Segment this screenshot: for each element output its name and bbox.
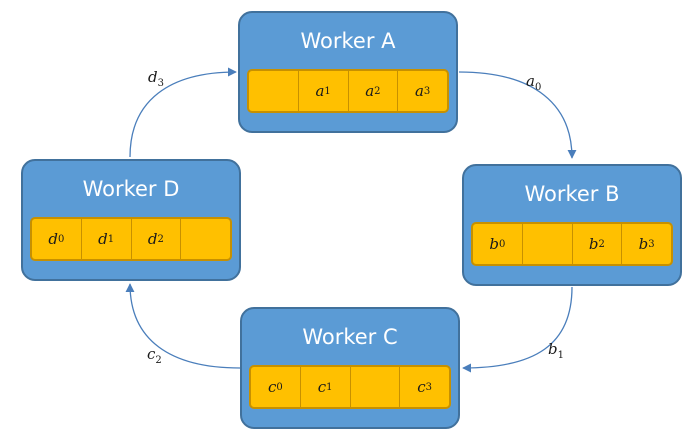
worker-a-cell-0: [249, 71, 298, 111]
worker-d-cell-3: [180, 219, 230, 259]
worker-c-cell-2: [349, 367, 400, 407]
edge-label-c-to-d: c2: [147, 345, 162, 366]
edge-label-a-to-b: a0: [526, 72, 542, 93]
worker-b-cell-1: [521, 224, 572, 264]
arrow-a-to-b: [458, 71, 577, 159]
arrow-d-to-a: [129, 67, 237, 158]
worker-d-title: Worker D: [82, 177, 180, 201]
arrow-b-to-c: [462, 286, 573, 373]
arrow-c-to-d: [125, 283, 241, 369]
edge-label-b-to-c: b1: [548, 340, 564, 361]
worker-b-title: Worker B: [524, 182, 620, 206]
worker-c-title: Worker C: [302, 325, 398, 349]
worker-a-title: Worker A: [300, 29, 396, 53]
edge-label-d-to-a: d3: [148, 68, 164, 89]
